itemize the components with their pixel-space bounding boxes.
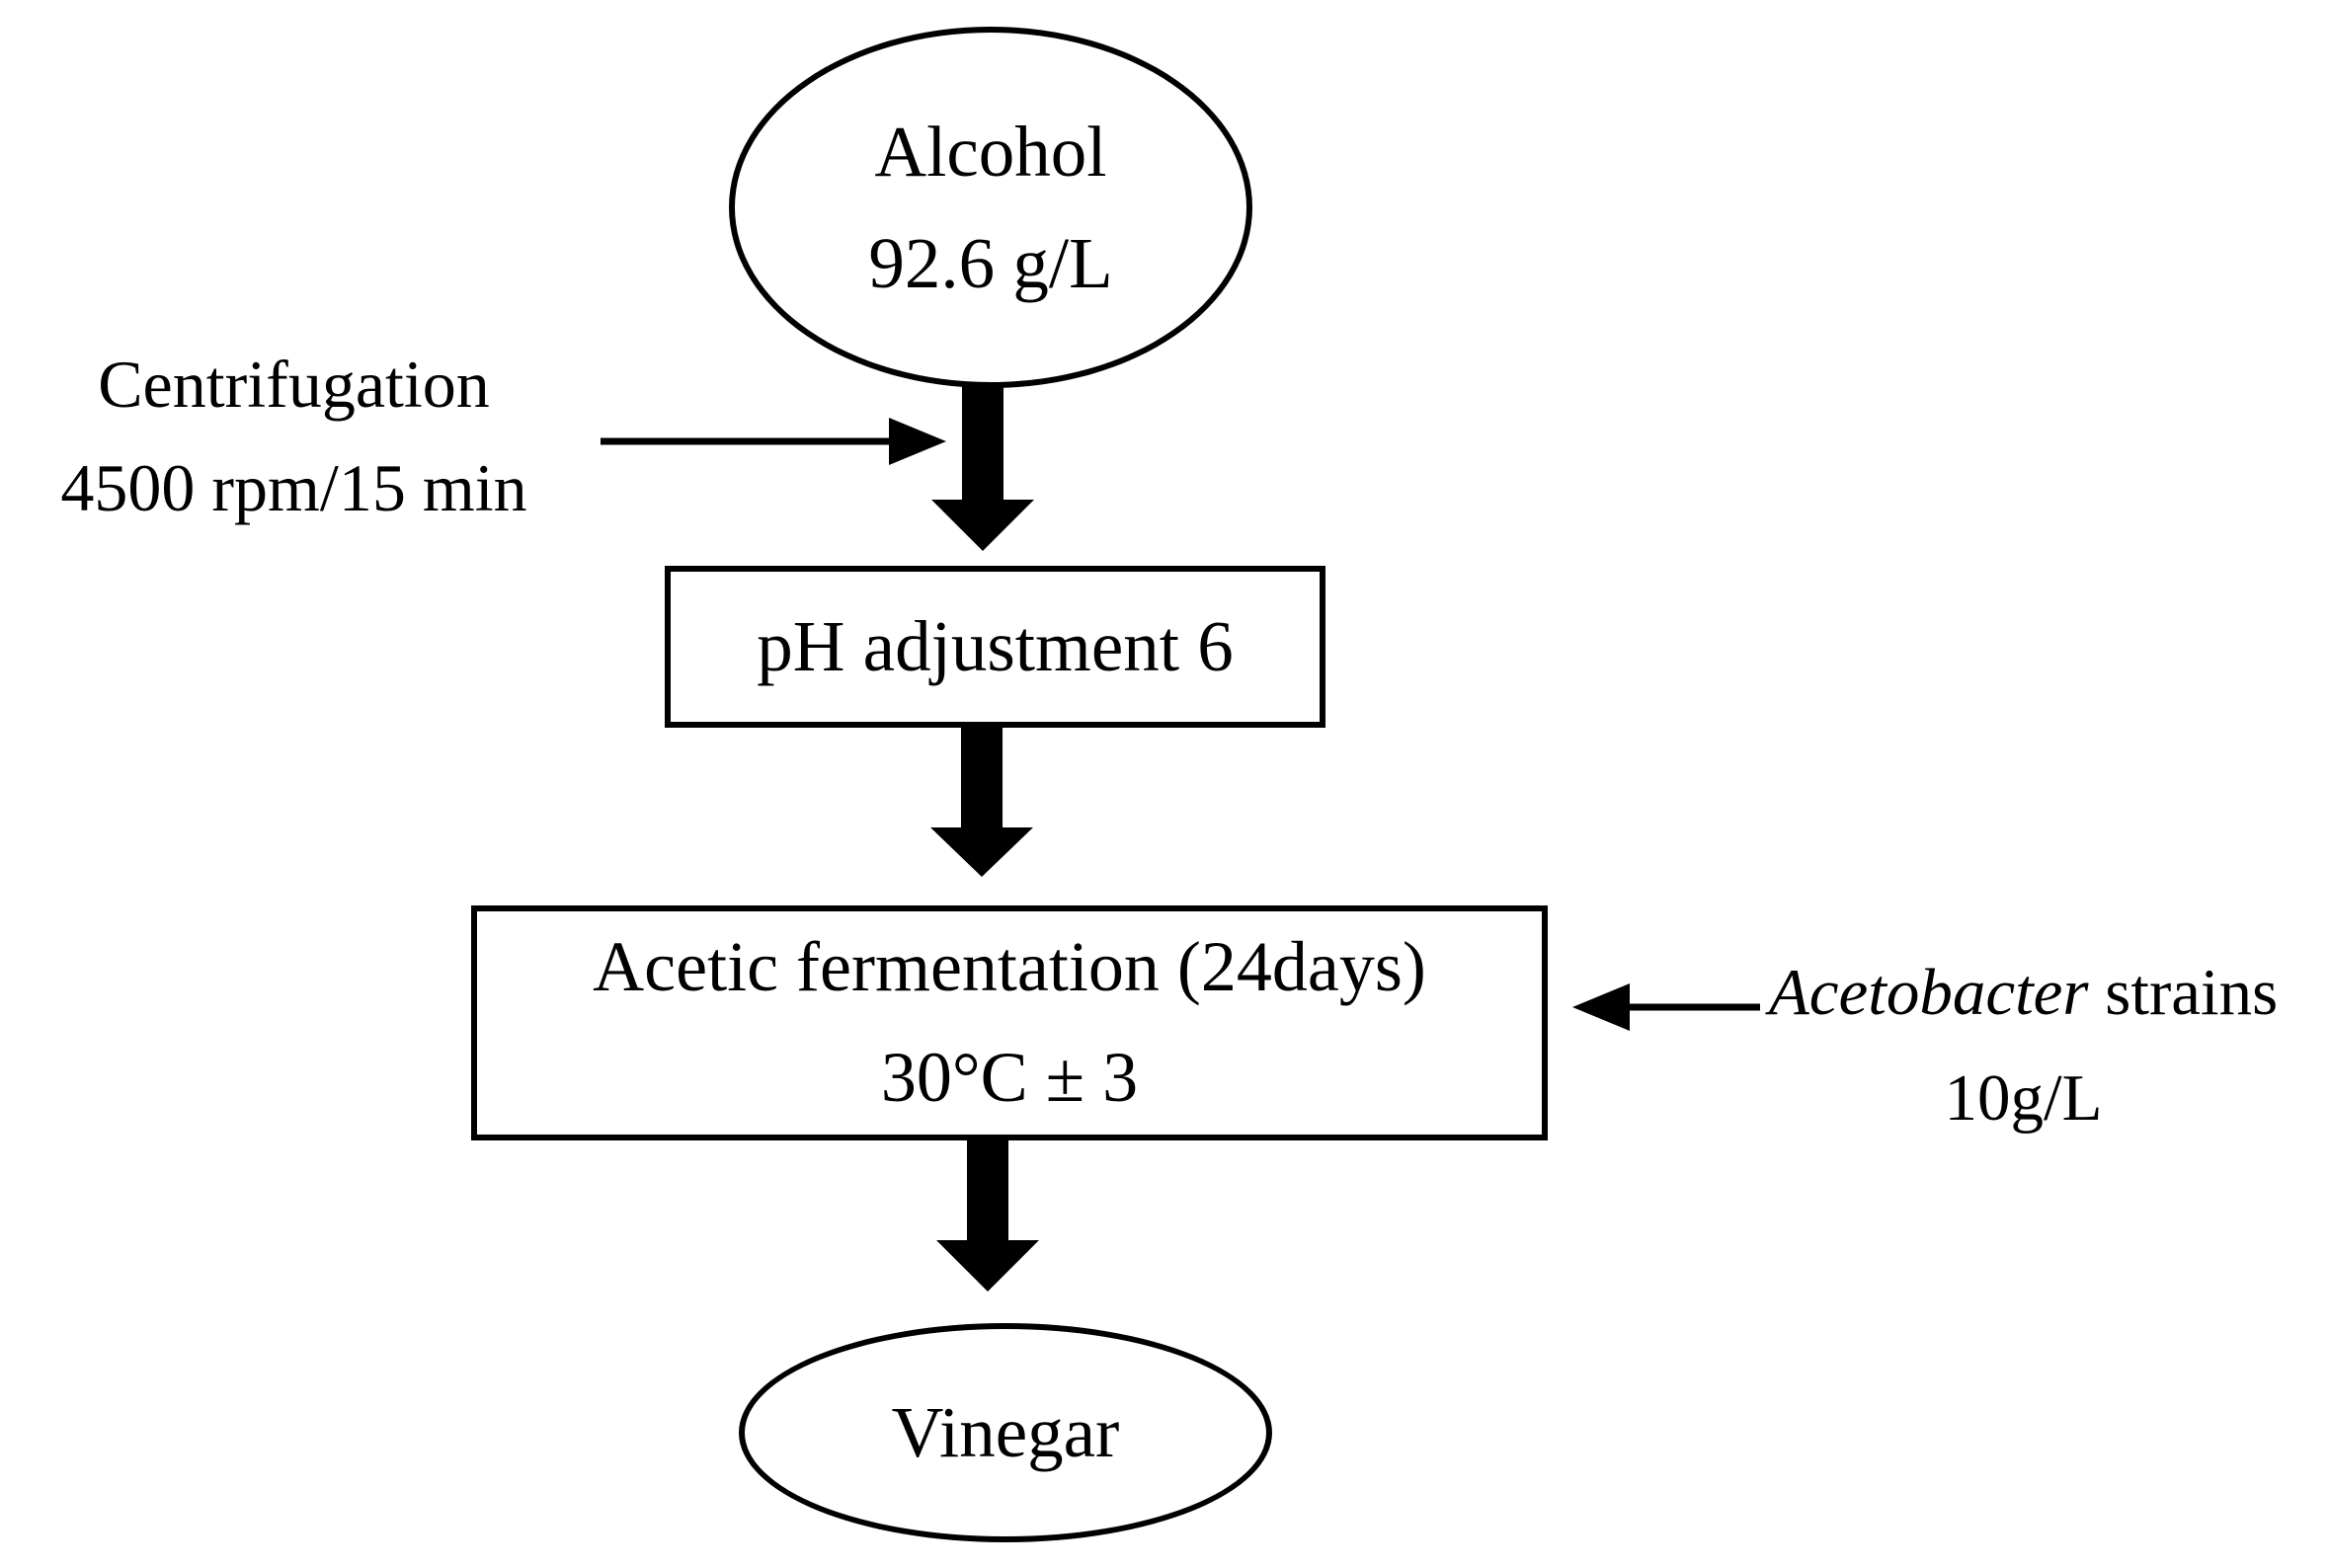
acetobacter-label-genus: Acetobacter (1768, 956, 2089, 1029)
node-alcohol-line1: Alcohol (874, 111, 1107, 192)
down-arrow-1-icon (931, 386, 1034, 551)
acetobacter-label-strains: strains (2088, 956, 2279, 1029)
acetobacter-arrow-icon (1572, 983, 1760, 1031)
node-vinegar-line1: Vinegar (891, 1392, 1120, 1473)
node-acetic-fermentation-line1: Acetic fermentation (24days) (593, 927, 1426, 1007)
centrifugation-label-line2: 4500 rpm/15 min (60, 450, 527, 526)
node-vinegar: Vinegar (739, 1323, 1272, 1542)
acetobacter-label-line2: 10g/L (1944, 1061, 2103, 1136)
centrifugation-label: Centrifugation 4500 rpm/15 min (0, 333, 588, 541)
acetobacter-label-line1: Acetobacter strains (1719, 940, 2328, 1046)
node-alcohol: Alcohol 92.6 g/L (729, 27, 1252, 388)
node-acetic-fermentation-line2: 30°C ± 3 (880, 1038, 1139, 1117)
acetobacter-label: Acetobacter strains 10g/L (1719, 940, 2328, 1151)
centrifugation-label-line1: Centrifugation (98, 347, 490, 422)
node-acetic-fermentation: Acetic fermentation (24days) 30°C ± 3 (471, 905, 1548, 1140)
node-ph-adjustment-line1: pH adjustment 6 (757, 606, 1234, 687)
down-arrow-2-icon (930, 726, 1033, 877)
node-alcohol-line2: 92.6 g/L (868, 223, 1113, 303)
centrifugation-arrow-icon (601, 418, 946, 465)
down-arrow-3-icon (936, 1138, 1039, 1292)
node-ph-adjustment: pH adjustment 6 (665, 566, 1325, 728)
